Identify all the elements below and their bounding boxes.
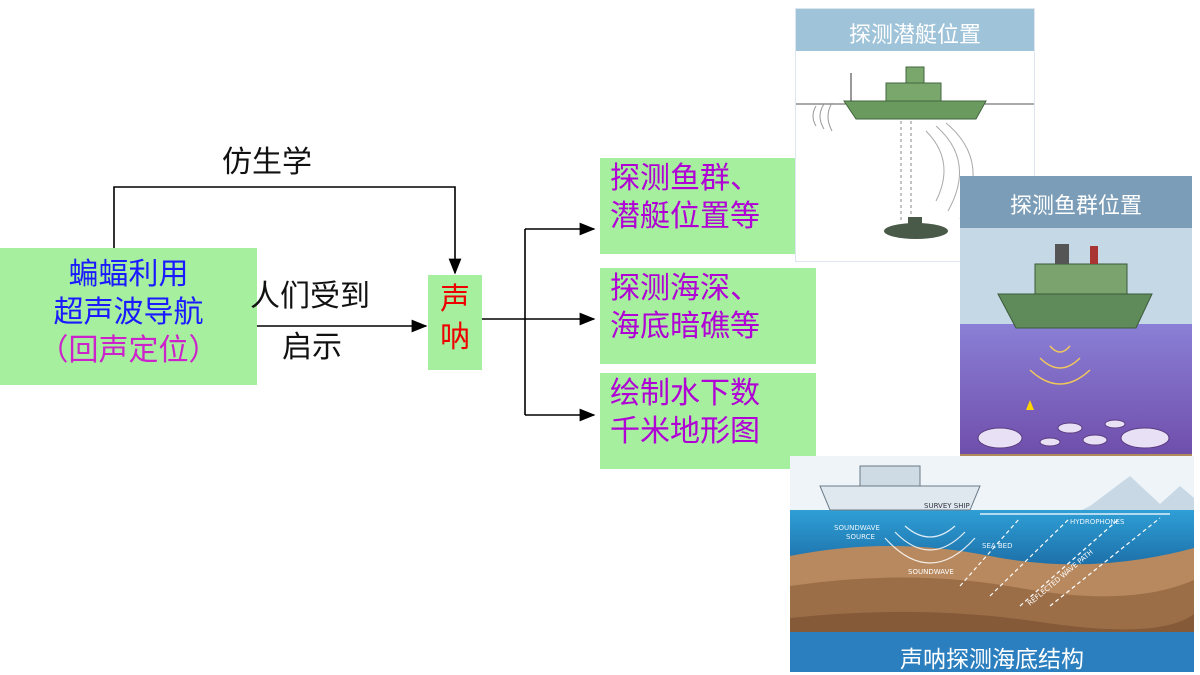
label-survey-ship: SURVEY SHIP bbox=[924, 502, 970, 510]
application-1-line-2: 潜艇位置等 bbox=[610, 199, 760, 234]
application-box-depth-reef: 探测海深、 海底暗礁等 bbox=[600, 268, 816, 364]
label-soundwave-source-1: SOUNDWAVE bbox=[834, 524, 880, 532]
fish-image-title: 探测鱼群位置 bbox=[1009, 194, 1142, 219]
application-box-fish-submarine: 探测鱼群、 潜艇位置等 bbox=[600, 158, 796, 254]
application-3-line-1: 绘制水下数 bbox=[610, 376, 760, 411]
inspired-label-2: 启示 bbox=[282, 330, 342, 365]
seabed-image-title: 声呐探测海底结构 bbox=[900, 647, 1084, 672]
bat-line-2: 超声波导航 bbox=[53, 295, 204, 330]
bat-line-3: （回声定位） bbox=[38, 333, 219, 368]
label-soundwave: SOUNDWAVE bbox=[908, 568, 954, 576]
bionics-label: 仿生学 bbox=[222, 145, 312, 180]
sonar-box: 声 呐 bbox=[428, 275, 482, 370]
bionics-connector bbox=[113, 186, 462, 275]
bat-line-1: 蝙蝠利用 bbox=[68, 257, 189, 292]
fish-detection-image: 探测鱼群位置 bbox=[960, 176, 1192, 466]
application-3-line-2: 千米地形图 bbox=[610, 414, 760, 449]
label-sea-bed: SEA BED bbox=[982, 542, 1013, 550]
submarine-image-title: 探测潜艇位置 bbox=[848, 23, 981, 48]
application-box-terrain-map: 绘制水下数 千米地形图 bbox=[600, 373, 816, 469]
application-1-line-1: 探测鱼群、 bbox=[610, 161, 760, 196]
label-hydrophones: HYDROPHONES bbox=[1070, 518, 1125, 526]
inspired-label-1: 人们受到 bbox=[250, 279, 370, 314]
seabed-survey-image: SURVEY SHIP SOUNDWAVE SOURCE HYDROPHONES… bbox=[790, 456, 1194, 672]
sonar-line-1: 声 bbox=[440, 282, 470, 317]
application-2-line-1: 探测海深、 bbox=[610, 271, 760, 306]
bat-echolocation-box: 蝙蝠利用 超声波导航 （回声定位） bbox=[0, 248, 257, 385]
sonar-line-2: 呐 bbox=[440, 320, 470, 355]
label-soundwave-source-2: SOURCE bbox=[846, 533, 875, 541]
application-2-line-2: 海底暗礁等 bbox=[610, 309, 760, 344]
